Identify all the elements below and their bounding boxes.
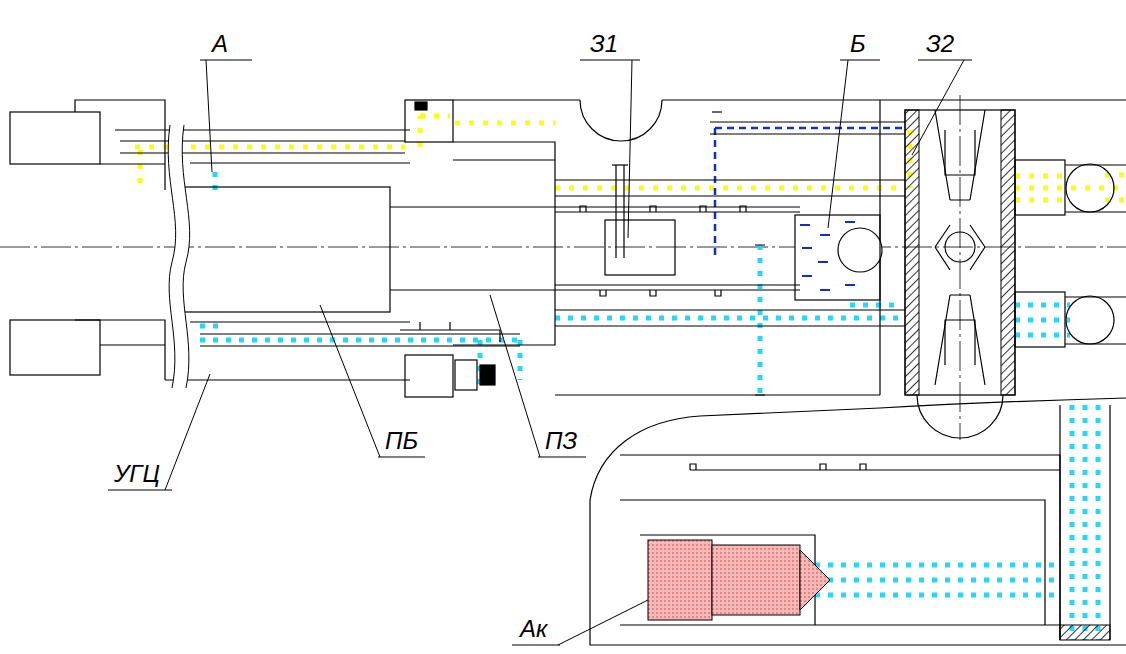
- callout-label: Ак: [520, 615, 547, 643]
- chamber-b: [795, 215, 882, 300]
- callout-label: ПБ: [385, 427, 418, 455]
- body-outline: [10, 100, 1126, 645]
- callout-label: А: [212, 30, 228, 58]
- cyan-channels: [200, 172, 1098, 640]
- center-line: [0, 95, 1126, 440]
- callout-label: Б: [850, 30, 866, 58]
- callout-label: З2: [926, 30, 954, 58]
- hatched-walls: [905, 110, 1110, 640]
- callout-label: З1: [590, 30, 618, 58]
- leader-lines: [108, 60, 972, 645]
- callout-label: УГЦ: [114, 460, 160, 488]
- callout-label: ПЗ: [545, 427, 577, 455]
- accumulator-charge: [648, 540, 830, 620]
- break-line: [168, 125, 189, 388]
